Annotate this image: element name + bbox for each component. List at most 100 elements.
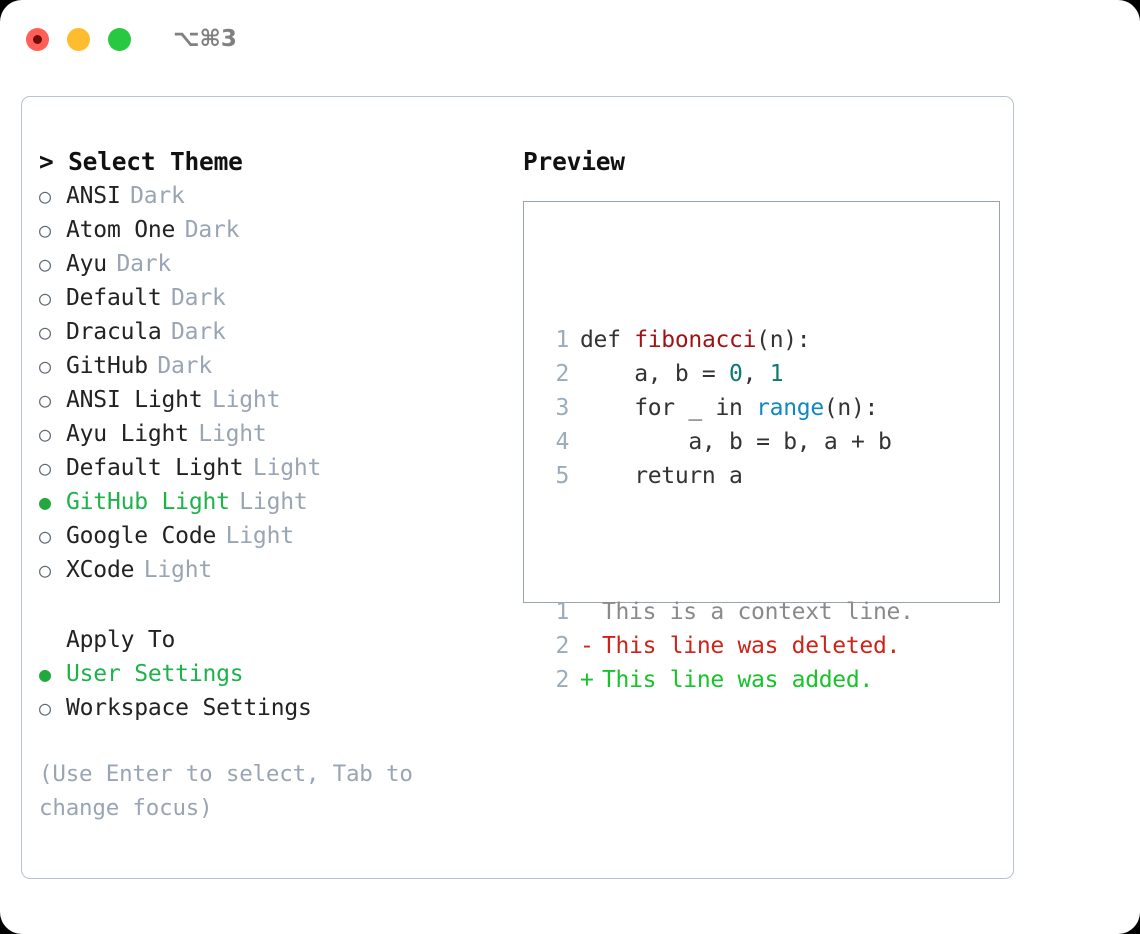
code-line: 5 return a bbox=[542, 459, 993, 493]
theme-list-item[interactable]: ○ Dracula Dark bbox=[39, 315, 501, 349]
apply-to-label: User Settings bbox=[66, 661, 244, 687]
code-token: range bbox=[756, 395, 824, 421]
theme-name-label: Default bbox=[66, 285, 162, 311]
theme-name-label: Google Code bbox=[66, 523, 217, 549]
diff-line: 2-This line was deleted. bbox=[542, 629, 993, 663]
code-token: (n): bbox=[756, 327, 811, 353]
theme-list-item[interactable]: ○ Ayu Light Light bbox=[39, 417, 501, 451]
theme-variant-tag: Light bbox=[198, 421, 267, 447]
theme-name-label: Ayu bbox=[66, 251, 107, 277]
line-number: 4 bbox=[555, 429, 569, 455]
theme-variant-tag: Light bbox=[252, 455, 322, 481]
theme-name-label: ANSI Light bbox=[66, 387, 203, 413]
code-line-text: a, b = b, a + b bbox=[580, 425, 892, 459]
theme-list-item[interactable]: ○ Google Code Light bbox=[39, 519, 501, 553]
diff-marker: - bbox=[580, 633, 594, 659]
theme-name-label: XCode bbox=[66, 557, 135, 583]
line-number: 2 bbox=[555, 361, 569, 387]
theme-variant-tag: Dark bbox=[157, 353, 212, 379]
radio-unselected-icon: ○ bbox=[39, 252, 51, 276]
diff-line-number: 2 bbox=[555, 667, 569, 693]
theme-name-label: Ayu Light bbox=[66, 421, 189, 447]
diff-line-text: This line was added. bbox=[602, 667, 873, 693]
code-token: a, b = bbox=[580, 361, 730, 387]
radio-unselected-icon: ○ bbox=[39, 354, 51, 378]
theme-variant-tag: Dark bbox=[171, 319, 226, 345]
line-number: 3 bbox=[555, 395, 569, 421]
radio-unselected-icon: ○ bbox=[39, 696, 51, 720]
code-line-text: def fibonacci(n): bbox=[580, 323, 811, 357]
code-line-text: return a bbox=[580, 459, 743, 493]
apply-to-item[interactable]: ○ Workspace Settings bbox=[39, 691, 501, 725]
radio-selected-icon: ● bbox=[39, 662, 51, 686]
minimize-window-icon[interactable] bbox=[67, 27, 90, 51]
radio-unselected-icon: ○ bbox=[39, 184, 51, 208]
theme-list-item[interactable]: ○ ANSI Dark bbox=[39, 179, 501, 213]
maximize-window-icon[interactable] bbox=[108, 27, 131, 51]
diff-line: 2 + This line was added. bbox=[542, 663, 993, 697]
apply-to-item[interactable]: ● User Settings bbox=[39, 657, 501, 691]
preview-heading: Preview bbox=[523, 147, 625, 176]
code-token: (n): bbox=[823, 395, 879, 421]
select-theme-heading: > Select Theme bbox=[39, 147, 243, 176]
code-token: a, b = b, a + b bbox=[580, 429, 892, 455]
diff-line-text: This is a context line. bbox=[602, 599, 914, 625]
theme-name-label: GitHub bbox=[66, 353, 148, 379]
diff-line-number: 1 bbox=[555, 599, 569, 625]
traffic-lights bbox=[26, 27, 131, 51]
theme-list-item[interactable]: ○ Default Light Light bbox=[39, 451, 501, 485]
code-line-text: a, b = 0, 1 bbox=[580, 357, 783, 391]
theme-variant-tag: Light bbox=[211, 387, 281, 413]
diff-marker: + bbox=[580, 667, 594, 693]
theme-variant-tag: Light bbox=[225, 523, 294, 549]
radio-unselected-icon: ○ bbox=[39, 456, 51, 480]
window-titlebar: ⌥⌘3 bbox=[0, 0, 1140, 78]
radio-unselected-icon: ○ bbox=[39, 320, 51, 344]
theme-list-item[interactable]: ○ GitHub Dark bbox=[39, 349, 501, 383]
code-token: 0 bbox=[729, 361, 743, 387]
theme-name-label: Atom One bbox=[66, 217, 176, 243]
theme-name-label: ANSI bbox=[66, 183, 121, 209]
line-number: 5 bbox=[555, 463, 569, 489]
code-token: return a bbox=[580, 463, 743, 489]
theme-variant-tag: Dark bbox=[184, 217, 240, 243]
theme-variant-tag: Dark bbox=[130, 183, 185, 209]
diff-line-text: This line was deleted. bbox=[602, 633, 901, 659]
apply-to-label: Workspace Settings bbox=[66, 695, 312, 721]
diff-marker bbox=[580, 595, 602, 629]
theme-list-item[interactable]: ○ XCode Light bbox=[39, 553, 501, 587]
theme-variant-tag: Light bbox=[143, 557, 212, 583]
keyboard-shortcut-label: ⌥⌘3 bbox=[173, 26, 237, 52]
diff-line-number: 2 bbox=[555, 633, 569, 659]
apply-to-heading: Apply To bbox=[66, 627, 176, 653]
code-line: 4 a, b = b, a + b bbox=[542, 425, 993, 459]
radio-unselected-icon: ○ bbox=[39, 524, 51, 548]
radio-unselected-icon: ○ bbox=[39, 218, 51, 242]
code-token: def bbox=[580, 327, 635, 353]
apply-to-list[interactable]: ● User Settings ○ Workspace Settings bbox=[39, 657, 501, 725]
diff-line: 1 This is a context line. bbox=[542, 595, 993, 629]
code-token: fibonacci bbox=[634, 327, 757, 353]
code-line: 2 a, b = 0, 1 bbox=[542, 357, 993, 391]
theme-name-label: Default Light bbox=[66, 455, 244, 481]
close-window-icon[interactable] bbox=[26, 27, 49, 51]
theme-list-item[interactable]: ○ Atom One Dark bbox=[39, 213, 501, 247]
code-line-text: for _ in range(n): bbox=[580, 391, 878, 425]
keyboard-hint-text: (Use Enter to select, Tab to change focu… bbox=[39, 761, 413, 821]
theme-name-label: Dracula bbox=[66, 319, 162, 345]
radio-unselected-icon: ○ bbox=[39, 558, 51, 582]
radio-unselected-icon: ○ bbox=[39, 422, 51, 446]
theme-variant-tag: Dark bbox=[171, 285, 226, 311]
diff-block: 1 This is a context line.2-This line was… bbox=[542, 595, 993, 697]
